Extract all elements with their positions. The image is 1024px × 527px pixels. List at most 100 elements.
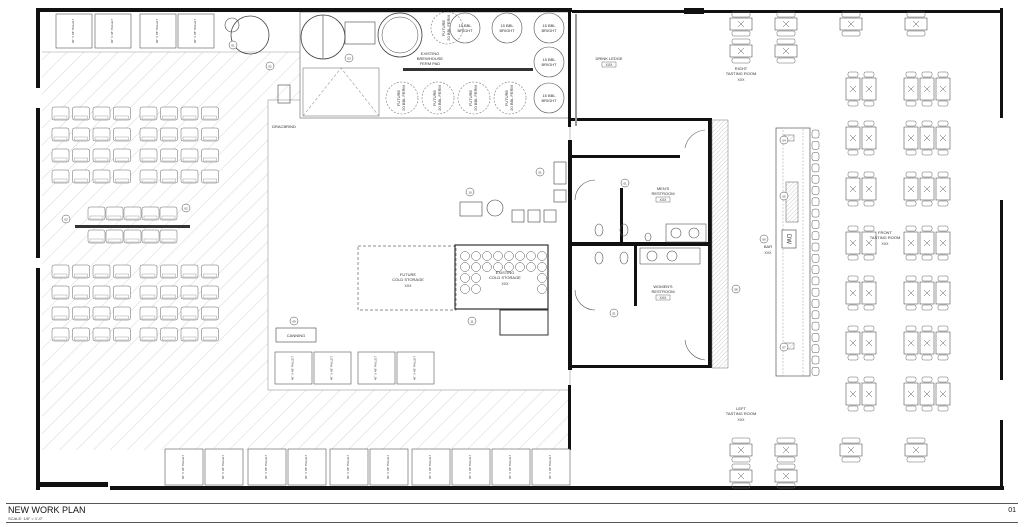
stacked-chair <box>160 306 178 321</box>
keg <box>515 251 525 261</box>
chair <box>905 405 917 412</box>
keynote-tag: 01 <box>535 167 545 177</box>
keynote-tag: 08 <box>731 284 741 294</box>
svg-text:04: 04 <box>782 138 786 142</box>
svg-text:40" X 48" PALLET: 40" X 48" PALLET <box>508 455 512 479</box>
chair <box>937 254 949 261</box>
stacked-chair <box>160 127 178 142</box>
chair <box>906 456 926 463</box>
svg-text:MEN'S: MEN'S <box>657 186 670 191</box>
chair <box>937 405 949 412</box>
bar-stool <box>811 333 820 342</box>
chair <box>847 71 859 78</box>
bar-stool <box>811 220 820 229</box>
keynote-tag: 01 <box>609 308 619 318</box>
svg-text:XXX: XXX <box>605 63 613 67</box>
dining-table <box>935 376 951 412</box>
svg-text:BRIGHT: BRIGHT <box>457 28 473 33</box>
dining-table <box>903 171 919 207</box>
dining-table <box>845 71 861 107</box>
keynote-tag: 02 <box>61 214 71 224</box>
chair <box>937 325 949 332</box>
svg-text:40" X 48" PALLET: 40" X 48" PALLET <box>110 19 114 43</box>
dining-table <box>903 71 919 107</box>
pallet: 40" X 48" PALLET <box>287 448 327 486</box>
dining-table <box>861 120 877 156</box>
bar-stool <box>811 141 820 150</box>
svg-text:01: 01 <box>231 43 235 47</box>
svg-text:10: 10 <box>468 190 472 194</box>
stacked-chair <box>51 106 70 121</box>
stacked-chair <box>160 264 178 279</box>
dining-table <box>845 120 861 156</box>
svg-text:WOMEN'S: WOMEN'S <box>653 284 673 289</box>
svg-text:EXISTING: EXISTING <box>421 51 440 56</box>
bar-stool <box>811 174 820 184</box>
svg-text:XXX: XXX <box>737 78 745 82</box>
svg-text:COLD STORAGE: COLD STORAGE <box>489 275 521 280</box>
dining-table <box>729 437 753 463</box>
svg-text:DRINK LEDGE: DRINK LEDGE <box>595 56 622 61</box>
keynote-tag: 10 <box>465 187 475 197</box>
keynote-tag: 09 <box>289 316 299 326</box>
chair <box>841 437 861 444</box>
bar-stool <box>811 208 820 218</box>
svg-text:XXX: XXX <box>881 242 889 246</box>
bar-label: BAR XXX <box>764 244 772 255</box>
chair <box>863 200 875 207</box>
chair <box>937 171 949 178</box>
pallet: 40" X 48" PALLET <box>274 351 313 385</box>
bar-stool <box>811 242 820 252</box>
svg-text:11: 11 <box>470 319 473 323</box>
keynote-tag: 03 <box>344 53 354 63</box>
svg-text:02: 02 <box>268 64 272 68</box>
svg-text:FUTURE: FUTURE <box>504 90 509 107</box>
pallet: 40" X 48" PALLET <box>411 448 451 486</box>
walls <box>36 8 1004 490</box>
svg-text:08: 08 <box>734 287 738 291</box>
bar-stool <box>811 276 820 286</box>
svg-text:RESTROOM: RESTROOM <box>651 289 674 294</box>
pallet: 40" X 48" PALLET <box>204 448 244 486</box>
bar-stool <box>811 231 820 240</box>
bar-stool <box>811 197 820 207</box>
stacked-chair <box>105 206 124 221</box>
keynote-tag: 02 <box>265 61 275 71</box>
stacked-chair <box>51 306 70 321</box>
restrooms <box>574 129 707 361</box>
brewhouse-area <box>224 11 571 119</box>
svg-text:BRIGHT: BRIGHT <box>541 62 557 67</box>
stacked-chair <box>201 127 219 142</box>
stacked-chair <box>113 127 131 142</box>
chair <box>841 11 861 18</box>
drink-ledge-label: DRINK LEDGE XXX <box>595 56 623 68</box>
chair <box>841 456 861 463</box>
stacked-chair <box>159 206 178 221</box>
stacked-chair <box>160 327 178 342</box>
chair <box>841 30 861 37</box>
chair <box>847 325 859 332</box>
chair <box>776 57 796 64</box>
chair <box>937 275 949 282</box>
chair <box>921 254 933 261</box>
svg-text:20 BBL FERM: 20 BBL FERM <box>509 85 514 110</box>
stacked-chair <box>139 285 158 300</box>
svg-text:XXX: XXX <box>764 251 772 255</box>
chair <box>921 354 933 361</box>
chair <box>847 149 859 156</box>
stacked-chair <box>51 148 70 163</box>
svg-text:LEFT: LEFT <box>736 406 746 411</box>
chair <box>905 200 917 207</box>
dining-table <box>919 376 935 412</box>
stacked-chair <box>139 264 158 279</box>
stacked-chair <box>180 327 199 342</box>
dining-table <box>903 120 919 156</box>
dining-table <box>729 11 753 37</box>
svg-text:40" X 48" PALLET: 40" X 48" PALLET <box>71 19 75 43</box>
stacked-chair <box>160 106 178 121</box>
stacked-chair <box>113 106 131 121</box>
keg <box>460 262 470 272</box>
